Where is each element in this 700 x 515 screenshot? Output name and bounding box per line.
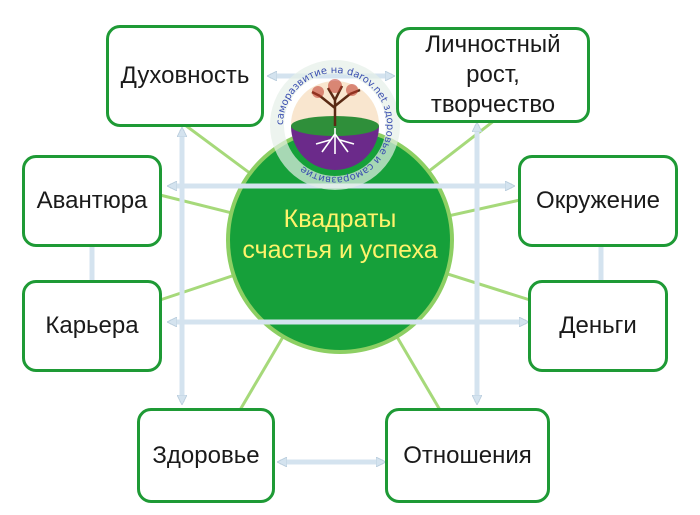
node-money-label: Деньги bbox=[559, 312, 637, 339]
node-environment-label: Окружение bbox=[536, 187, 660, 214]
node-career-label: Карьера bbox=[45, 312, 139, 339]
node-spirituality: Духовность bbox=[106, 25, 264, 127]
roots-icon bbox=[315, 128, 355, 154]
node-adventure-label: Авантюра bbox=[36, 187, 148, 214]
node-environment: Окружение bbox=[518, 155, 678, 247]
node-health-label: Здоровье bbox=[152, 441, 260, 469]
node-relationships: Отношения bbox=[385, 408, 550, 503]
node-growth-line-2: рост, bbox=[466, 61, 520, 88]
node-adventure: Авантюра bbox=[22, 155, 162, 247]
node-growth-line-3: творчество bbox=[430, 91, 556, 118]
node-money: Деньги bbox=[528, 280, 668, 372]
center-title-line-2: счастья и успеха bbox=[242, 236, 438, 264]
center-label: Квадраты счастья и успеха bbox=[225, 200, 455, 270]
center-title-line-1: Квадраты bbox=[283, 205, 397, 233]
node-spirituality-label: Духовность bbox=[120, 62, 250, 89]
node-career: Карьера bbox=[22, 280, 162, 372]
vertical-arrows bbox=[182, 125, 477, 402]
node-health: Здоровье bbox=[137, 408, 275, 503]
node-growth-line-1: Личностный bbox=[425, 31, 561, 58]
node-relationships-label: Отношения bbox=[403, 441, 532, 469]
node-personal-growth: Личностный рост, творчество bbox=[396, 27, 590, 123]
watermark-logo: саморазвитие на darov.net здоровье и сам… bbox=[270, 60, 400, 190]
